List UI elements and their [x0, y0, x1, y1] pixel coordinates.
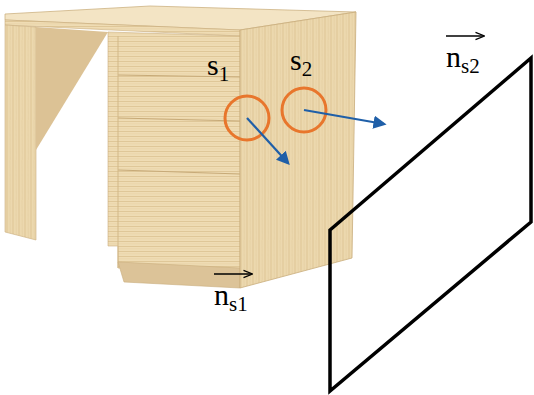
normal-vector — [304, 110, 384, 124]
normal-label: ns1 — [214, 280, 248, 310]
vector-overline-arrow — [214, 273, 252, 274]
normal-vector — [247, 118, 288, 163]
pedestal-front — [108, 32, 240, 275]
normal-label: ns2 — [446, 42, 480, 72]
desk-inner-shadow — [36, 27, 108, 150]
desk-left-leg — [5, 25, 36, 240]
vector-overline-arrow — [446, 35, 484, 36]
pedestal-side — [240, 12, 356, 288]
surface-label: s1 — [207, 50, 229, 80]
plane-outline — [330, 58, 531, 391]
drawer-line — [118, 118, 240, 121]
surface-label: s2 — [290, 45, 312, 75]
drawer-line — [118, 170, 240, 174]
drawer-edge — [118, 36, 119, 268]
